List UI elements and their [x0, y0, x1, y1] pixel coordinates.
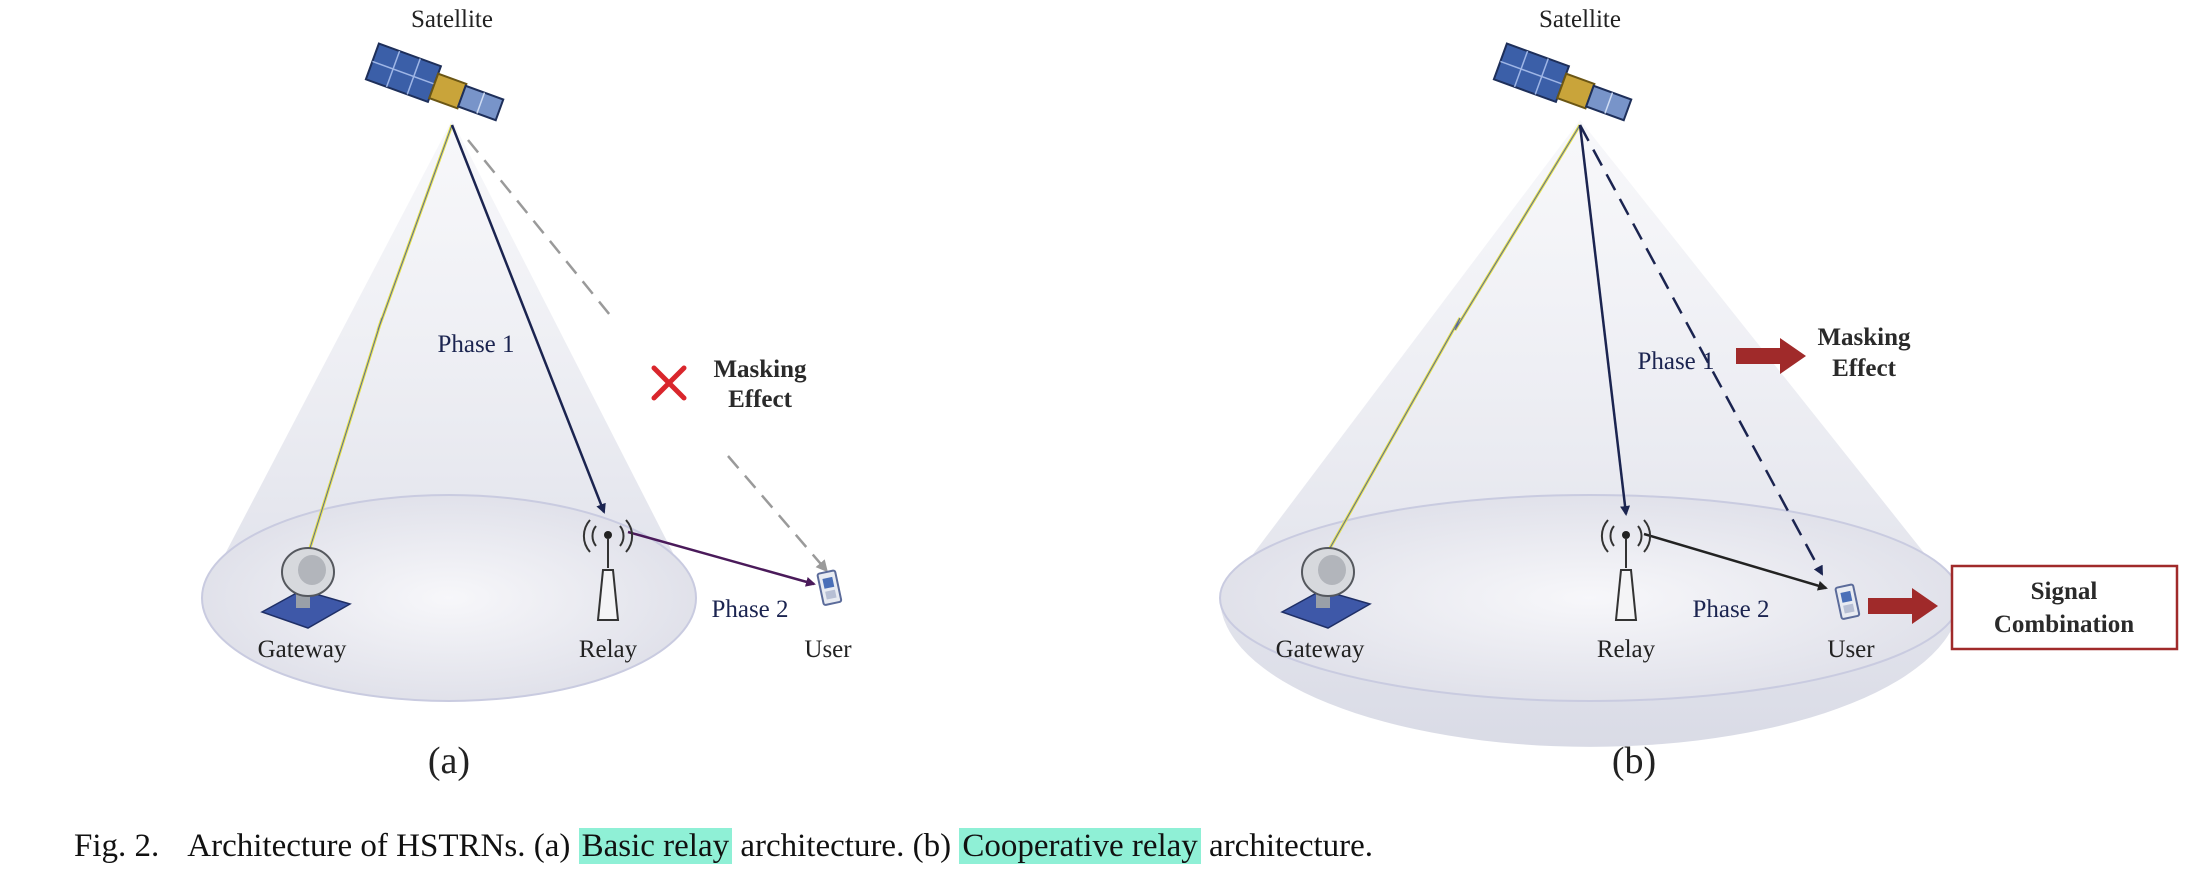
satellite-label-b: Satellite	[1539, 6, 1621, 33]
phase2-arrow-a	[627, 530, 816, 587]
gateway-dish-icon	[1280, 547, 1372, 629]
blocked-link-upper-a	[467, 139, 615, 321]
signal-combination-box	[1950, 564, 2179, 651]
caption-text-3: architecture.	[1200, 828, 1374, 864]
combination-arrow-icon	[1868, 588, 1938, 624]
phase1-arrow-a	[450, 124, 606, 514]
user-phone-icon	[1834, 583, 1861, 620]
phase1-label-b: Phase 1	[1637, 348, 1714, 375]
phase2-label-a: Phase 2	[711, 596, 788, 623]
blocked-link-lower-a	[727, 455, 828, 573]
relay-tower-icon	[1600, 519, 1652, 621]
satellite-icon	[364, 42, 505, 122]
combo-label-line2: Combination	[1994, 611, 2134, 638]
user-label-a: User	[804, 636, 852, 663]
gateway-label-b: Gateway	[1276, 636, 1365, 663]
phase1-label-a: Phase 1	[437, 331, 514, 358]
ground-ellipse-a	[201, 494, 697, 702]
phase2-arrow-b	[1643, 532, 1828, 591]
relay-tower-icon	[582, 519, 634, 621]
masking-label-line1-a: Masking	[713, 356, 807, 383]
caption-highlight-cooperative: Cooperative relay	[959, 828, 1201, 864]
satellite-label-a: Satellite	[411, 6, 493, 33]
caption-highlight-basic: Basic relay	[578, 828, 733, 864]
masking-label-line2-a: Effect	[728, 386, 793, 413]
figure-number: Fig. 2.	[74, 828, 160, 864]
blocked-cross-icon	[651, 365, 687, 401]
panel-b-sublabel: (b)	[1612, 740, 1656, 782]
masking-arrow-icon	[1736, 338, 1806, 374]
masking-label-line2-b: Effect	[1832, 355, 1897, 382]
gateway-dish-icon	[260, 547, 352, 629]
combo-label-line1: Signal	[2031, 578, 2098, 605]
relay-label-b: Relay	[1597, 636, 1656, 663]
panel-a: Satellite Phase 1 Masking Effect Phase 2…	[201, 6, 852, 782]
relay-label-a: Relay	[579, 636, 638, 663]
phase1-arrow-b	[1578, 124, 1631, 516]
masking-label-line1-b: Masking	[1817, 324, 1911, 351]
panel-a-sublabel: (a)	[428, 740, 470, 782]
hstrn-architecture-figure: Satellite Phase 1 Masking Effect Phase 2…	[201, 6, 2179, 782]
satellite-icon	[1492, 42, 1633, 122]
panel-b: Satellite Phase 1 Masking Effect Phase 2…	[1219, 6, 2179, 782]
direct-link-dashed-b	[1578, 124, 1824, 576]
phase2-label-b: Phase 2	[1692, 596, 1769, 623]
user-phone-icon	[816, 569, 843, 606]
caption-text-2: architecture. (b)	[732, 828, 960, 864]
figure-caption: Fig. 2. Architecture of HSTRNs. (a) Basic…	[74, 828, 1373, 865]
gateway-label-a: Gateway	[258, 636, 347, 663]
user-label-b: User	[1827, 636, 1875, 663]
caption-text-1: Architecture of HSTRNs. (a)	[187, 828, 579, 864]
